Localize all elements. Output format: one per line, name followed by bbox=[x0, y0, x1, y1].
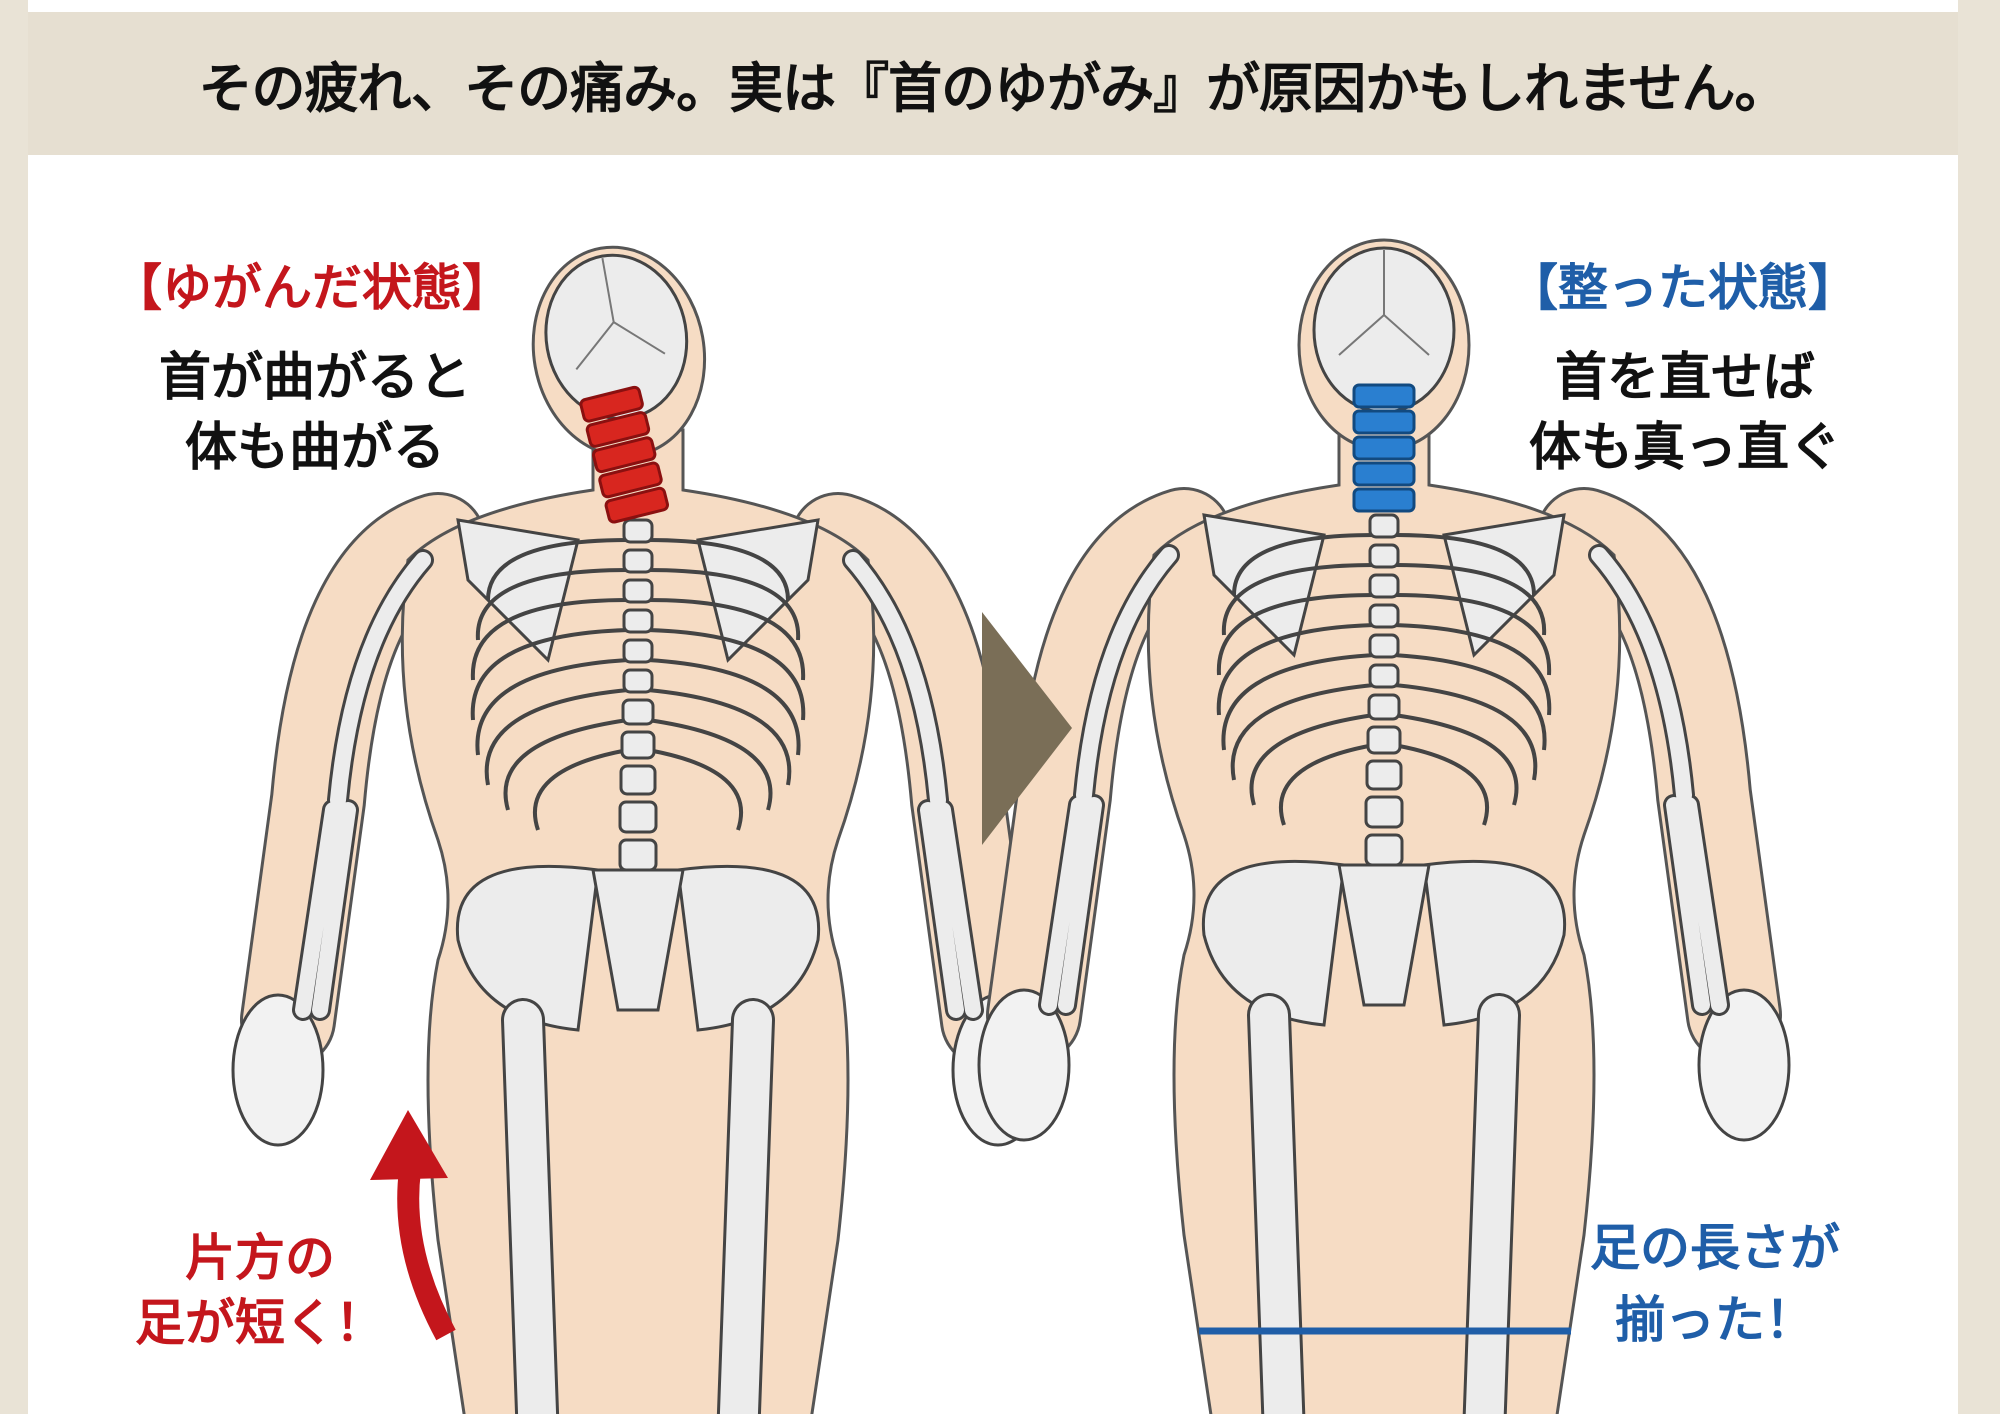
aligned-caption-line2: 体も真っ直ぐ bbox=[1528, 418, 1841, 478]
aligned-state-label: 【整った状態】 bbox=[1508, 259, 1858, 317]
aligned-body-figure bbox=[979, 238, 1789, 1414]
distorted-caption-line1: 首が曲がると bbox=[158, 348, 471, 408]
short-leg-note-line2: 足が短く！ bbox=[135, 1294, 385, 1352]
page-title: その疲れ、その痛み。実は『首のゆがみ』が原因かもしれません。 bbox=[198, 57, 1789, 120]
distorted-caption-line2: 体も曲がる bbox=[184, 418, 445, 478]
leg-length-note-line2: 揃った！ bbox=[1615, 1291, 1815, 1349]
distorted-body-figure bbox=[233, 232, 1043, 1414]
aligned-neck-vertebrae bbox=[1352, 383, 1416, 513]
transition-arrow-icon bbox=[982, 612, 1072, 845]
aligned-caption-line1: 首を直せば bbox=[1554, 348, 1815, 408]
distorted-neck-vertebrae bbox=[579, 385, 669, 524]
leg-length-note-line1: 足の長さが bbox=[1590, 1219, 1840, 1277]
header-banner: その疲れ、その痛み。実は『首のゆがみ』が原因かもしれません。 bbox=[28, 12, 1958, 155]
red-up-arrow-icon bbox=[370, 1110, 456, 1341]
distorted-state-label: 【ゆがんだ状態】 bbox=[112, 259, 512, 317]
short-leg-note-line1: 片方の bbox=[185, 1229, 335, 1287]
